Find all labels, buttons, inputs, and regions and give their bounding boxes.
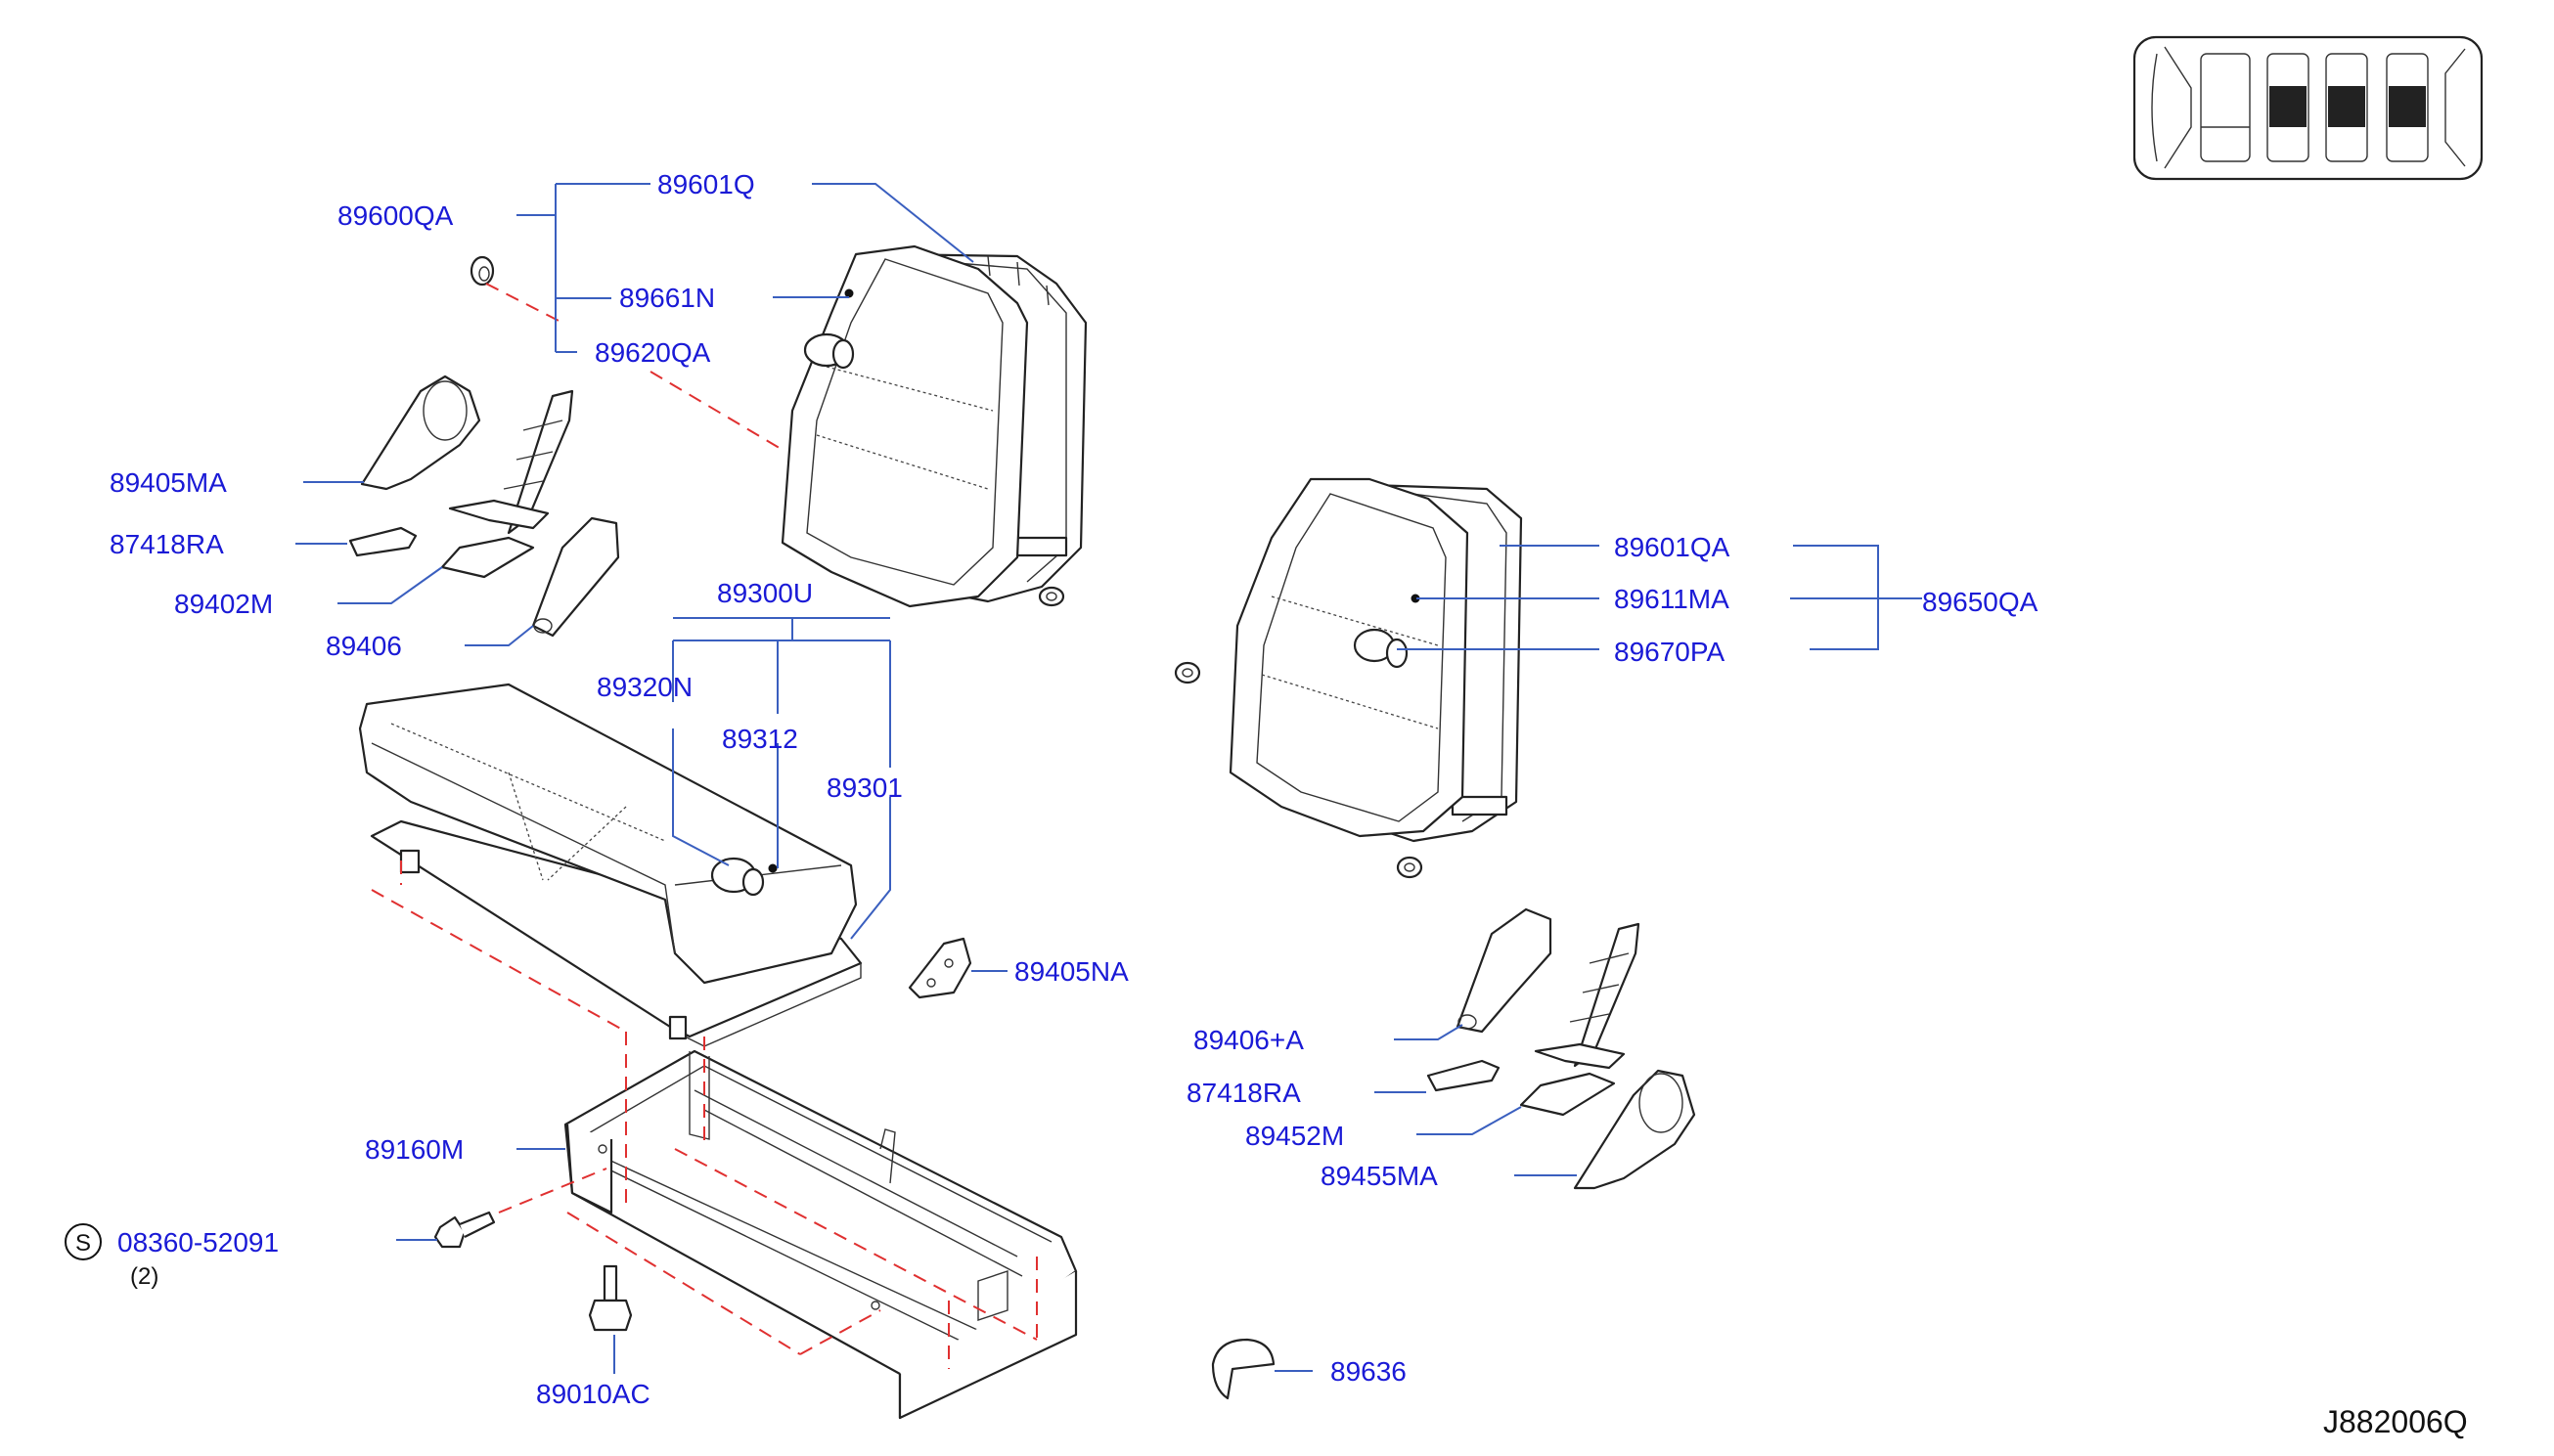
diagram-code: J882006Q <box>2323 1404 2468 1439</box>
seat-frame-89160M <box>563 1049 1078 1420</box>
callout-labels: 89600QA 89601Q 89661N 89620QA 89405MA 87… <box>110 169 2039 1409</box>
cover-89406A <box>1456 907 1552 1034</box>
callout-89455MA[interactable]: 89455MA <box>1321 1161 1438 1191</box>
callout-89300U[interactable]: 89300U <box>717 578 813 608</box>
callout-89452M[interactable]: 89452M <box>1245 1121 1344 1151</box>
left-seatback-illustration <box>781 244 1088 608</box>
callout-89601Q[interactable]: 89601Q <box>657 169 755 199</box>
hinge-cover-89455MA <box>1573 1069 1696 1190</box>
callout-87418RA-right[interactable]: 87418RA <box>1187 1078 1301 1108</box>
callout-89601QA[interactable]: 89601QA <box>1614 532 1730 562</box>
right-seatback-illustration <box>1174 477 1523 879</box>
standard-part-symbol: S <box>65 1223 102 1260</box>
callout-89010AC[interactable]: 89010AC <box>536 1379 650 1409</box>
callout-89402M[interactable]: 89402M <box>174 589 273 619</box>
callout-89611MA[interactable]: 89611MA <box>1614 584 1729 614</box>
cap-89636 <box>1211 1338 1276 1400</box>
callout-89636[interactable]: 89636 <box>1330 1356 1407 1387</box>
callout-89620QA[interactable]: 89620QA <box>595 337 711 368</box>
hinge-cover-89405MA <box>360 375 481 491</box>
hinge-89402M <box>440 389 574 579</box>
callout-89406[interactable]: 89406 <box>326 631 402 661</box>
bolt-89010AC <box>588 1264 633 1332</box>
bushing-89600QA <box>470 255 495 287</box>
quantity-label: (2) <box>130 1263 158 1290</box>
clip-89405NA <box>908 937 972 999</box>
callout-89405NA[interactable]: 89405NA <box>1014 956 1129 987</box>
callout-89301[interactable]: 89301 <box>827 772 903 803</box>
bolt-08360-52091 <box>433 1211 496 1249</box>
callout-89650QA[interactable]: 89650QA <box>1922 587 2039 617</box>
callout-87418RA-left[interactable]: 87418RA <box>110 529 224 559</box>
callout-89320N[interactable]: 89320N <box>597 672 693 702</box>
cover-89406 <box>531 516 620 638</box>
callout-89661N[interactable]: 89661N <box>619 283 715 313</box>
callout-89312[interactable]: 89312 <box>722 724 798 754</box>
vehicle-locator-icon <box>2132 35 2484 181</box>
callout-89600QA[interactable]: 89600QA <box>337 200 454 231</box>
callout-89405MA[interactable]: 89405MA <box>110 467 227 498</box>
callout-89670PA[interactable]: 89670PA <box>1614 637 1725 667</box>
callout-89406A[interactable]: 89406+A <box>1193 1025 1304 1055</box>
callout-08360-52091[interactable]: 08360-52091 <box>117 1227 279 1257</box>
svg-text:S: S <box>75 1230 91 1257</box>
knob-87418RA-right <box>1426 1059 1501 1092</box>
assembly-lines <box>371 283 1038 1369</box>
seat-cushion-illustration <box>358 683 863 1047</box>
hinge-89452M <box>1519 922 1640 1117</box>
knob-87418RA-left <box>348 526 418 557</box>
callout-89160M[interactable]: 89160M <box>365 1134 464 1165</box>
leader-lines <box>295 183 1922 1374</box>
